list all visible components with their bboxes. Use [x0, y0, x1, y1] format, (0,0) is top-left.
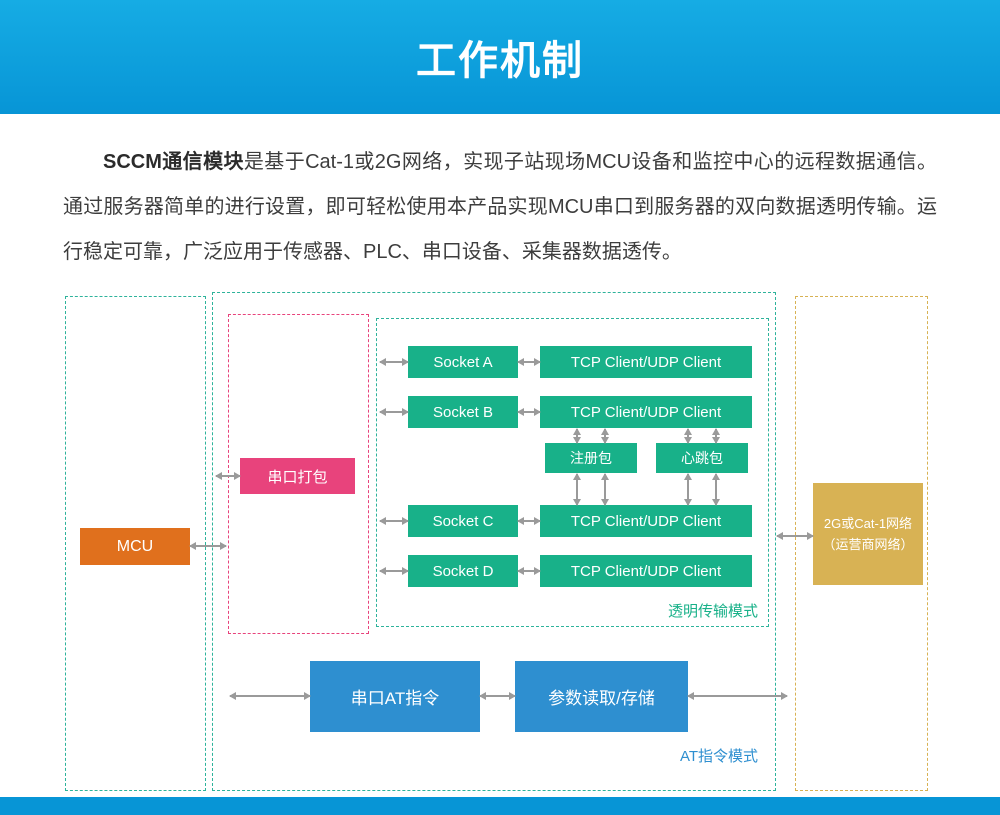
arrow-socket-b-tcp	[517, 408, 541, 416]
carrier-network-line1: 2G或Cat-1网络	[823, 516, 913, 531]
tcp-client-a-box: TCP Client/UDP Client	[540, 346, 752, 378]
arrow-socket-a-left	[379, 358, 409, 366]
socket-c-box: Socket C	[408, 505, 518, 537]
page-title: 工作机制	[416, 39, 584, 83]
arrow-at-right	[687, 692, 788, 700]
arrow-mcu-module	[189, 542, 227, 550]
mcu-zone	[65, 296, 206, 791]
serial-pack-box: 串口打包	[240, 458, 355, 494]
socket-d-box: Socket D	[408, 555, 518, 587]
mcu-box: MCU	[80, 528, 190, 565]
intro-text: 是基于Cat-1或2G网络，实现子站现场MCU设备和监控中心的远程数据通信。通过…	[63, 151, 937, 263]
arrow-module-network	[776, 532, 814, 540]
heartbeat-packet-box: 心跳包	[656, 443, 748, 473]
arrow-register-top-1	[573, 428, 581, 444]
register-packet-box: 注册包	[545, 443, 637, 473]
arrow-socket-c-left	[379, 517, 409, 525]
module-zone	[212, 292, 776, 791]
arrow-register-top-2	[601, 428, 609, 444]
tcp-client-c-box: TCP Client/UDP Client	[540, 505, 752, 537]
arrow-at-left	[229, 692, 311, 700]
socket-b-box: Socket B	[408, 396, 518, 428]
arrow-register-bottom-2	[601, 473, 609, 506]
tcp-client-d-box: TCP Client/UDP Client	[540, 555, 752, 587]
arrow-heartbeat-top-2	[712, 428, 720, 444]
arrow-register-bottom-1	[573, 473, 581, 506]
socket-a-box: Socket A	[408, 346, 518, 378]
arrow-socket-d-tcp	[517, 567, 541, 575]
carrier-network-zone	[795, 296, 928, 791]
at-mode-label: AT指令模式	[679, 748, 758, 765]
intro-paragraph: SCCM通信模块是基于Cat-1或2G网络，实现子站现场MCU设备和监控中心的远…	[63, 140, 937, 275]
arrow-socket-d-left	[379, 567, 409, 575]
carrier-network-box: 2G或Cat-1网络 （运营商网络）	[813, 483, 923, 585]
arrow-serial-pack-left	[215, 472, 241, 480]
arrow-socket-a-tcp	[517, 358, 541, 366]
carrier-network-line2: （运营商网络）	[822, 537, 914, 552]
arrow-at-mid	[479, 692, 516, 700]
transparent-mode-label: 透明传输模式	[667, 603, 758, 620]
arrow-heartbeat-top-1	[684, 428, 692, 444]
at-command-box: 串口AT指令	[310, 661, 480, 732]
arrow-socket-b-left	[379, 408, 409, 416]
serial-pack-zone	[228, 314, 369, 634]
tcp-client-b-box: TCP Client/UDP Client	[540, 396, 752, 428]
transparent-mode-zone	[376, 318, 769, 627]
bottom-bar	[0, 797, 1000, 815]
param-storage-box: 参数读取/存储	[515, 661, 688, 732]
arrow-socket-c-tcp	[517, 517, 541, 525]
arrow-heartbeat-bottom-2	[712, 473, 720, 506]
arrow-heartbeat-bottom-1	[684, 473, 692, 506]
intro-bold-product-name: SCCM通信模块	[103, 151, 244, 173]
header-banner: 工作机制	[0, 0, 1000, 114]
